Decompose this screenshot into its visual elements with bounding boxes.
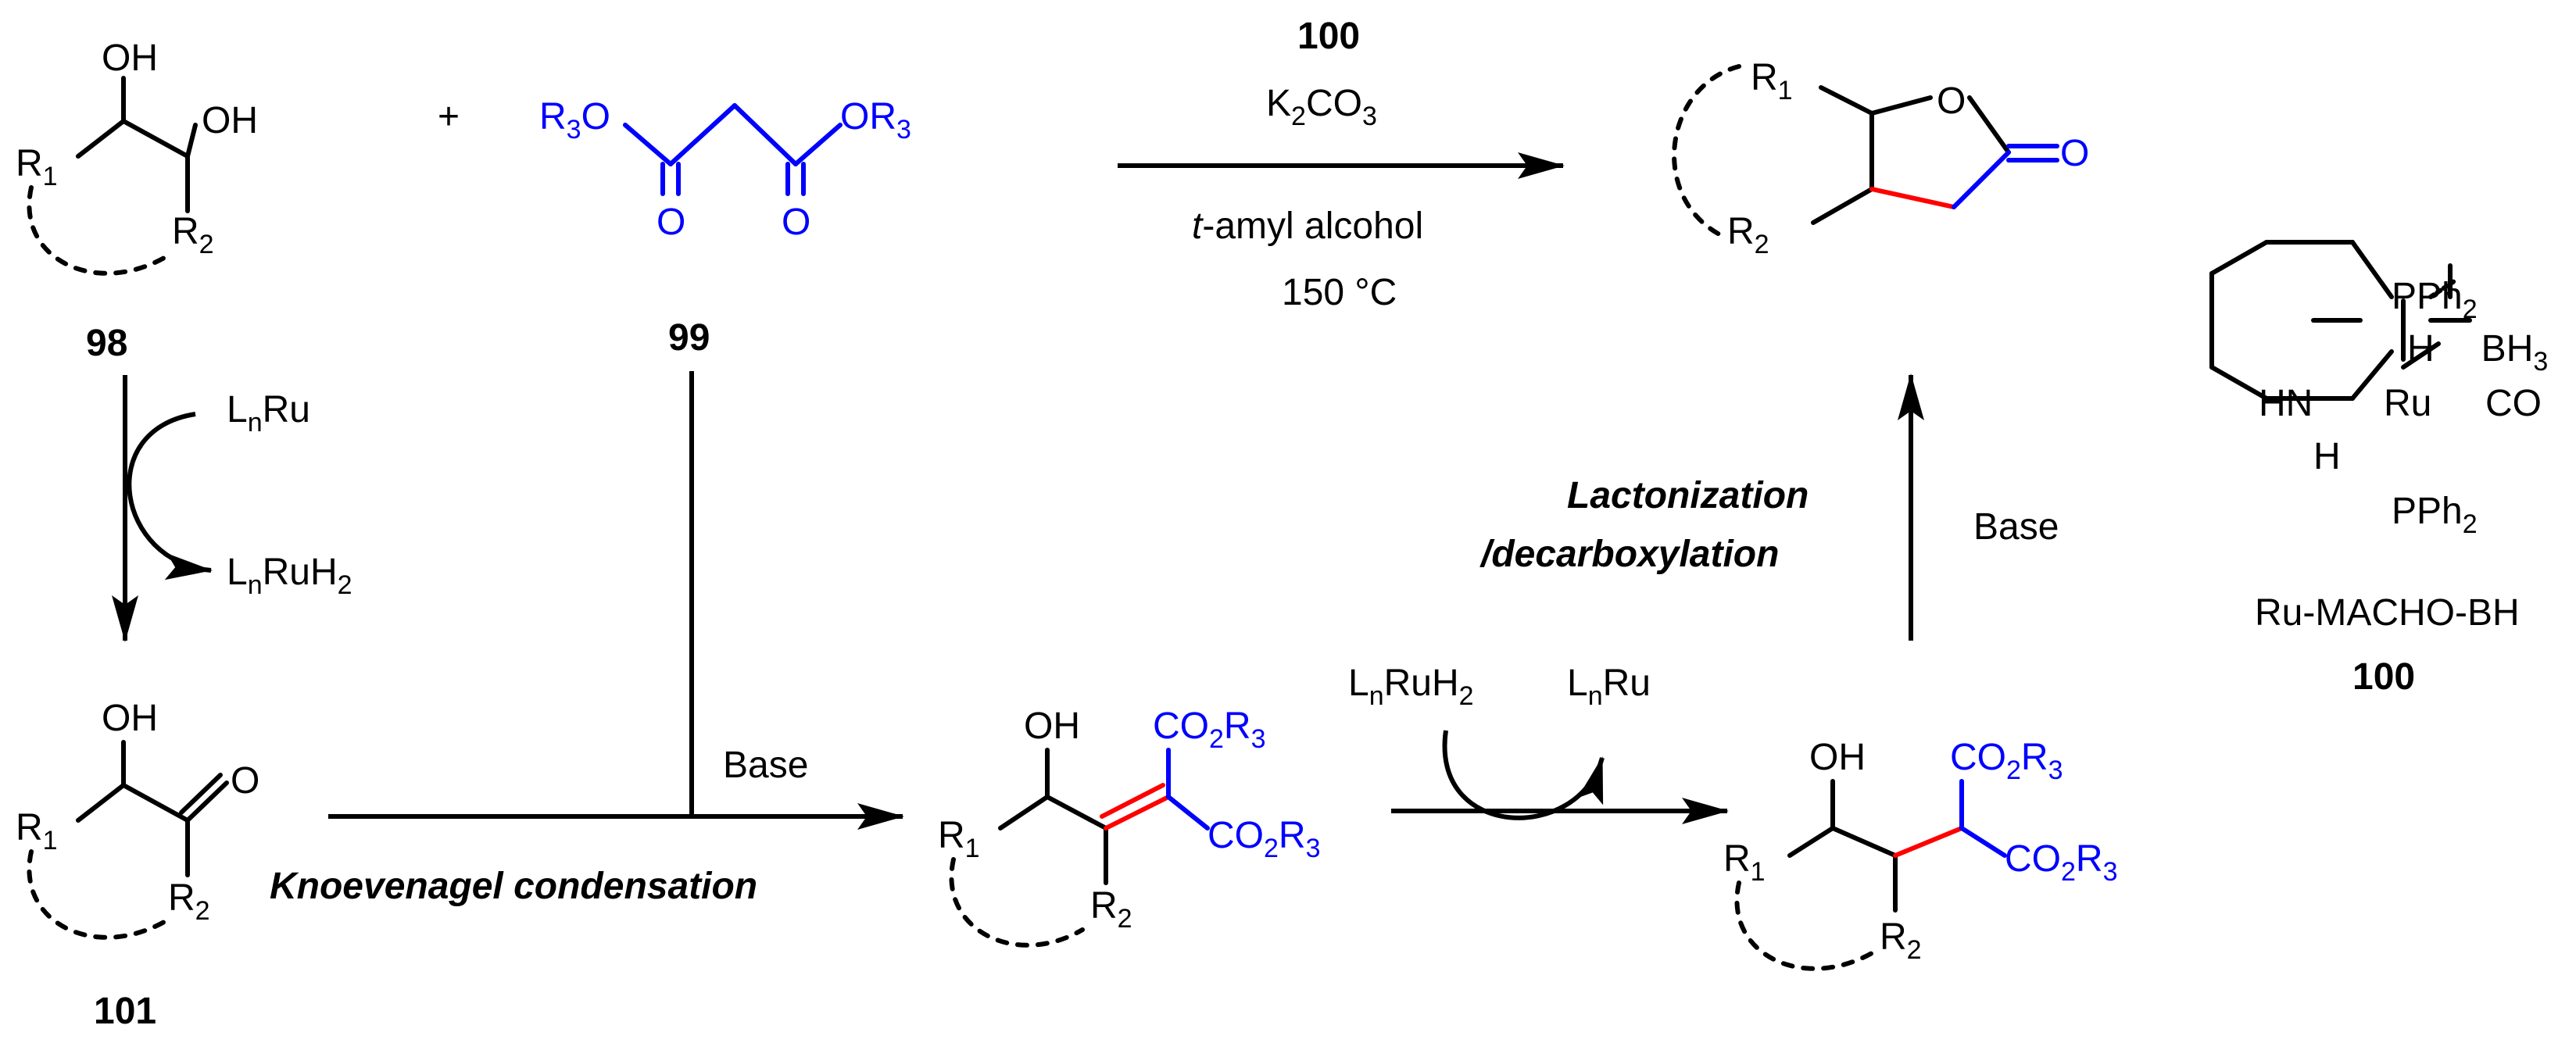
dehydrogenation-curved-arrow [127, 412, 213, 580]
lactonization-base: Base [1973, 506, 2059, 548]
alkylidene-co2r3-top: CO2R3 [1153, 705, 1266, 754]
plus-sign: + [438, 96, 460, 138]
lactone-product: R1 O O R2 [1672, 57, 2089, 259]
reduced-r2: R2 [1880, 916, 1922, 965]
malonate-carbonyl-left: O [657, 202, 685, 243]
reduced-oh: OH [1809, 737, 1866, 778]
hydroxyketone-r1: R1 [16, 807, 58, 855]
hydrogenation-end: LnRu [1567, 663, 1651, 711]
hydroxyketone-oh: OH [102, 698, 158, 739]
catalyst-pph2-bottom: PPh2 [2392, 491, 2478, 539]
catalyst-id: 100 [2352, 656, 2415, 698]
malonate-id: 99 [668, 317, 710, 359]
conditions-block: 100 K2CO3 t-amyl alcohol 150 °C [1118, 16, 1565, 313]
knoevenagel-base: Base [723, 745, 808, 786]
lactone-r2: R2 [1727, 211, 1769, 259]
diol-oh-top: OH [102, 38, 158, 79]
hydroxyketone-o: O [231, 760, 259, 802]
catalyst-hn: HN [2259, 383, 2313, 424]
malonate-carbonyl-right: O [782, 202, 810, 243]
alkylidene-co2r3-right: CO2R3 [1208, 815, 1321, 863]
lactonization-name-line2: /decarboxylation [1479, 534, 1779, 575]
hydroxyketone-id: 101 [94, 991, 156, 1032]
reduced-intermediate: OH CO2R3 CO2R3 R1 R2 [1723, 737, 2118, 971]
hydroxyketone-101: OH O R1 R2 101 [16, 698, 259, 1032]
lactone-carbonyl-o: O [2060, 133, 2089, 174]
alkylidene-r1: R1 [938, 815, 980, 863]
dehydrogenation-end: LnRuH2 [227, 552, 352, 600]
hydrogenation-start: LnRuH2 [1348, 663, 1474, 711]
lactone-ring-o: O [1937, 80, 1966, 122]
knoevenagel-name: Knoevenagel condensation [270, 866, 757, 907]
malonate-99: R3O OR3 O O [539, 96, 911, 243]
dehydrogenation-start: LnRu [227, 389, 310, 438]
diol-r1: R1 [16, 143, 58, 191]
diol-id: 98 [86, 323, 127, 364]
knoevenagel-step: Base Knoevenagel condensation [270, 371, 904, 907]
catalyst-h: H [2313, 436, 2341, 477]
hydroxyketone-r2: R2 [168, 877, 210, 926]
dehydrogenation-step: LnRu LnRuH2 [112, 375, 352, 642]
reduced-co2r3-right: CO2R3 [2005, 838, 2118, 887]
hydrogenation-curved-arrow [1442, 730, 1605, 820]
malonate-or3: OR3 [840, 96, 911, 145]
alkylidene-intermediate: OH CO2R3 CO2R3 R1 R2 [938, 705, 1321, 948]
diol-r2: R2 [172, 211, 214, 259]
lactone-r1: R1 [1751, 57, 1793, 105]
conditions-solvent: t-amyl alcohol [1192, 205, 1423, 247]
catalyst-name: Ru-MACHO-BH [2255, 592, 2520, 634]
lactonization-step: Lactonization /decarboxylation Base [1479, 373, 2059, 641]
alkylidene-r2: R2 [1090, 885, 1132, 934]
lactonization-name-line1: Lactonization [1567, 475, 1809, 516]
catalyst-pph2-top: PPh2 [2392, 276, 2478, 324]
catalyst-co: CO [2485, 383, 2542, 424]
diol-98: OH OH R1 R2 98 [16, 38, 258, 364]
diol-oh-right: OH [202, 100, 258, 141]
catalyst-ru: Ru [2384, 383, 2431, 424]
alkylidene-oh: OH [1024, 705, 1080, 747]
hydrogenation-step: LnRuH2 LnRu [1348, 663, 1729, 824]
conditions-catalyst-id: 100 [1297, 16, 1360, 57]
reduced-r1: R1 [1723, 838, 1766, 887]
reduced-co2r3-top: CO2R3 [1950, 737, 2063, 785]
conditions-temperature: 150 °C [1282, 272, 1397, 313]
conditions-base: K2CO3 [1266, 83, 1377, 131]
malonate-r3o: R3O [539, 96, 610, 145]
